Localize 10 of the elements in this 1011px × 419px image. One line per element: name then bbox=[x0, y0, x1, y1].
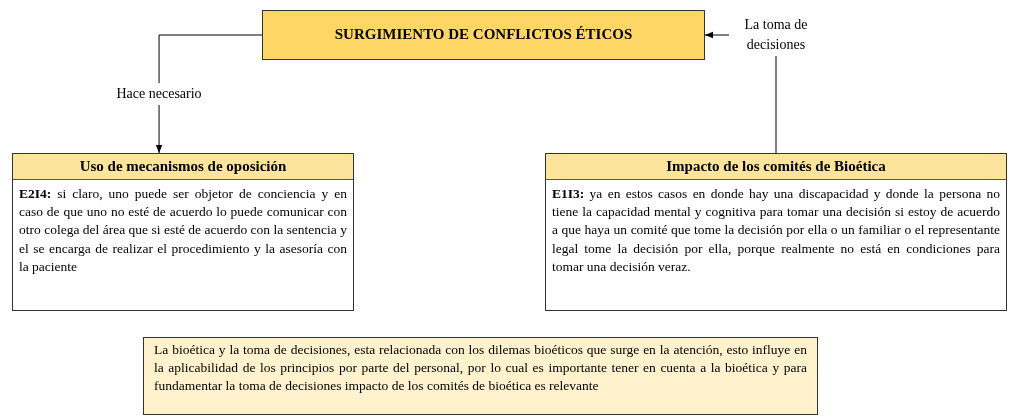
card-heading: Impacto de los comités de Bioética bbox=[546, 154, 1006, 180]
title-box bbox=[262, 10, 705, 60]
card-heading: Uso de mecanismos de oposición bbox=[13, 154, 353, 180]
quote-text: E2I4: si claro, uno puede ser objetor de conciencia y en caso de que uno no esté de acuerdo lo puede comunicar con otro colega del área que si esté de acuerdo con la sentencia y el se encarga de realizar el procedimiento y la asesoría con la paciente bbox=[18, 185, 348, 276]
quote-text: E1I3: ya en estos casos en donde hay una discapacidad y donde la persona no tiene la capacidad mental y cognitiva para tomar una decisión si estoy de acuerdo a que haya un comité que tome la decisión por ella o un familiar o el representante legal tome la decisión por ella, porque realmente no está en condiciones para tomar una decisión veraz. bbox=[551, 185, 1001, 276]
summary-box bbox=[143, 337, 818, 415]
edge-label: Hace necesario bbox=[114, 82, 204, 106]
summary-text: La bioética y la toma de decisiones, esta relacionada con los dilemas bioéticos que surge en la atención, esto influye en la aplicabilidad de los principios por parte del personal, por lo cual es importante tener en cuenta a la bioética y para fundamentar la toma de decisiones impacto de los comités de bioética es relevante bbox=[154, 342, 807, 394]
arrow bbox=[155, 34, 263, 154]
title-text: SURGIMIENTO DE CONFLICTOS ÉTICOS bbox=[334, 25, 633, 45]
